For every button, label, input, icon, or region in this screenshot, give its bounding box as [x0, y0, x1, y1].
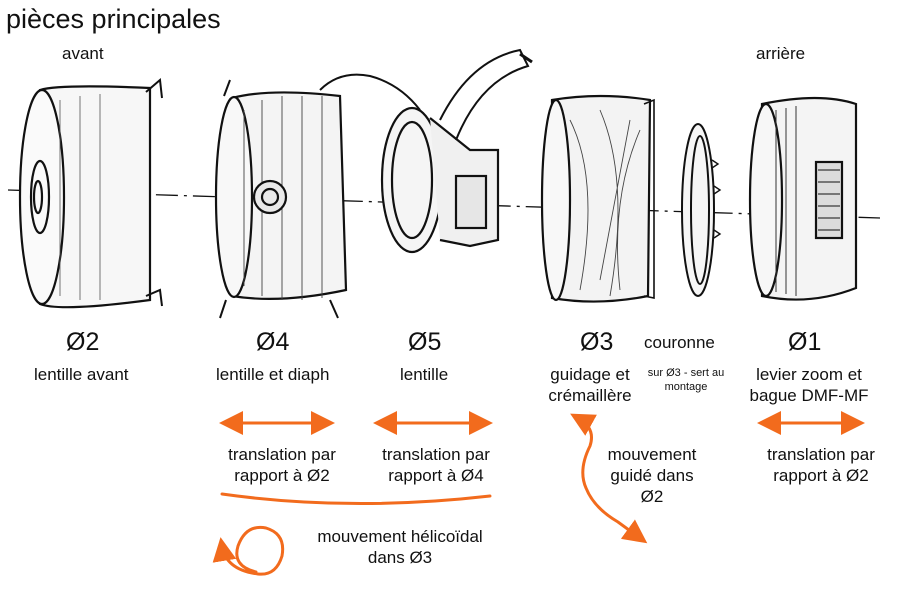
- label-rear: arrière: [756, 44, 806, 63]
- motion-label-o4: translation par rapport à Ø2: [228, 445, 336, 485]
- motion-label-o1: translation par rapport à Ø2: [767, 445, 875, 485]
- motion-label-helical: mouvement hélicoïdal dans Ø3: [317, 527, 483, 567]
- page-title: pièces principales: [6, 4, 221, 34]
- motion-label-o3: mouvement guidé dans Ø2: [607, 445, 697, 506]
- part-name-couronne: couronne: [644, 333, 715, 352]
- part-name-o3: guidage et crémaillère: [548, 365, 632, 405]
- part-name-o5: lentille: [400, 365, 449, 384]
- part-sketch-o4: [214, 73, 421, 319]
- arrow-o3-guided: [570, 413, 648, 544]
- arrow-helical: [212, 525, 285, 576]
- bracket-helical: [220, 492, 492, 506]
- part-sketch-o2: [18, 78, 163, 309]
- part-id-o5: Ø5: [408, 328, 442, 356]
- part-name-o1: levier zoom et bague DMF-MF: [749, 365, 869, 405]
- part-sketch-o3: [540, 94, 655, 303]
- part-id-o3: Ø3: [580, 328, 614, 356]
- motion-arrows: [212, 411, 865, 576]
- part-sketch-o5: [380, 48, 533, 254]
- part-name-o4: lentille et diaph: [216, 365, 330, 384]
- label-front: avant: [62, 44, 104, 63]
- part-id-o1: Ø1: [788, 328, 822, 356]
- motion-label-o5: translation par rapport à Ø4: [382, 445, 490, 485]
- part-id-o4: Ø4: [256, 328, 290, 356]
- part-note-couronne: sur Ø3 - sert au montage: [647, 367, 725, 393]
- part-name-o2: lentille avant: [34, 365, 129, 384]
- part-sketch-o1: [748, 96, 858, 301]
- part-sketch-couronne: [681, 123, 722, 297]
- part-id-o2: Ø2: [66, 328, 100, 356]
